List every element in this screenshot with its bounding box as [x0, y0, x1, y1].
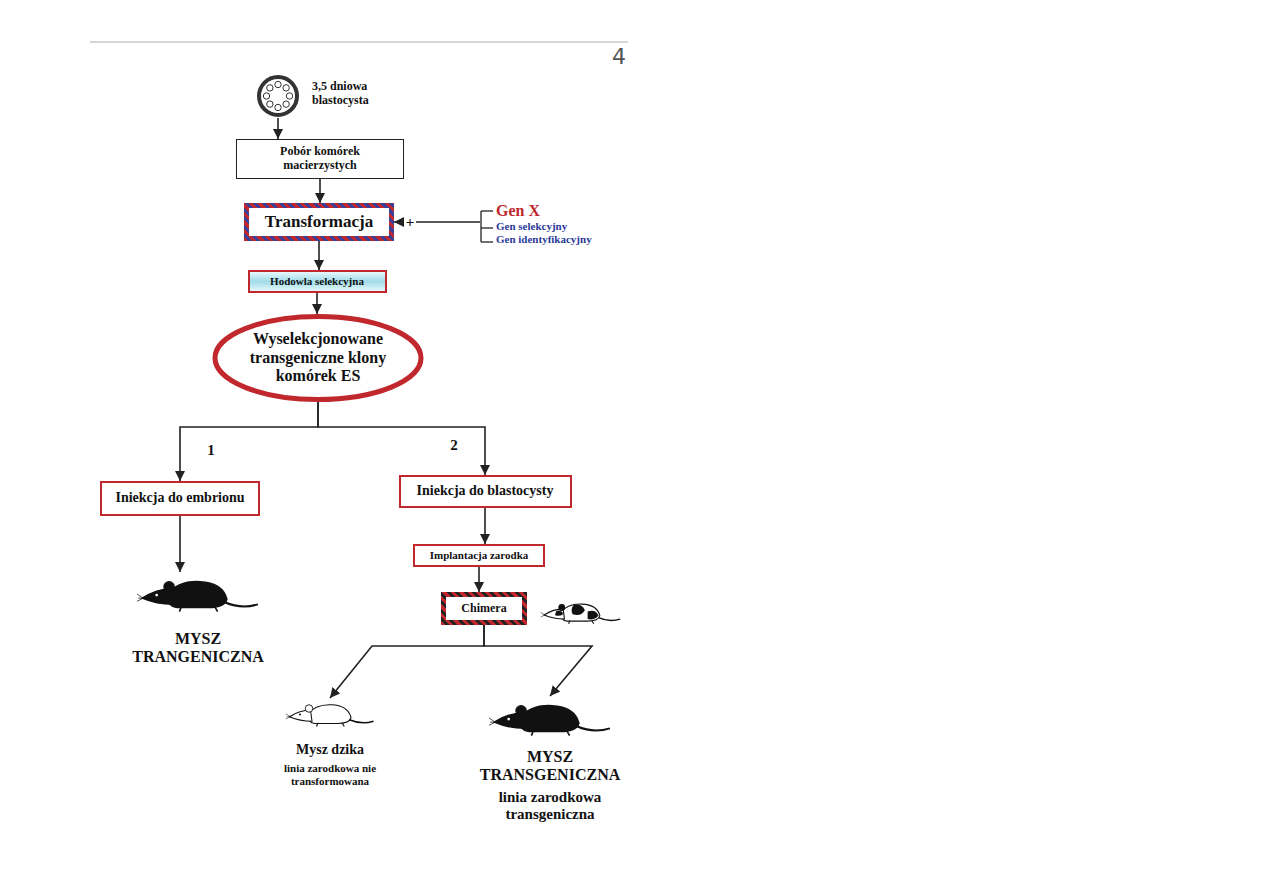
node-label: Gen X [496, 202, 540, 220]
node-sublabel: linia zarodkowa nie transformowana [280, 762, 380, 787]
connector-arrow [318, 241, 320, 270]
process-box: Pobór komórek macierzystych [236, 139, 404, 179]
edge-label: 2 [448, 437, 460, 454]
process-box: Chimera [441, 592, 527, 625]
connector-arrow [277, 118, 279, 139]
node-label: Transformacja [265, 212, 373, 232]
node-label: Wyselekcjonowane transgeniczne klony kom… [232, 330, 404, 385]
blastocyst-circle [256, 74, 300, 118]
edge-label: + [404, 214, 417, 231]
node-label: MYSZ TRANGENICZNA [123, 630, 273, 667]
connector-arrow [478, 567, 480, 592]
connector-arrow [179, 516, 181, 572]
node-label: 3,5 dniowa blastocysta [312, 80, 390, 108]
connector-arrow [484, 625, 592, 696]
node-sublabel: Gen identyfikacyjny [496, 233, 592, 246]
mouse-illustration [136, 572, 260, 614]
edge-label: 1 [205, 442, 217, 459]
connector-arrow [180, 402, 318, 481]
connector-arrow [316, 293, 318, 314]
node-label: Implantacja zarodka [430, 549, 529, 562]
node-label: Hodowla selekcyjna [270, 275, 364, 288]
connector-arrow [330, 625, 484, 698]
blastocyst-icon: 3,5 dniowa blastocysta [256, 74, 390, 118]
page-number: 4 [612, 44, 626, 69]
process-box: Transformacja [244, 203, 394, 241]
result-ellipse: Wyselekcjonowane transgeniczne klony kom… [212, 314, 424, 402]
gene-list: Gen XGen selekcyjnyGen identyfikacyjny [480, 202, 592, 246]
mouse-illustration [488, 696, 612, 738]
connector-arrow [319, 179, 321, 203]
top-rule [90, 41, 628, 43]
node-label: MYSZ TRANSGENICZNA [468, 748, 633, 785]
chimera-mouse [541, 604, 621, 624]
node-label: Iniekcja do embrionu [115, 490, 244, 506]
node-label: Chimera [461, 602, 506, 616]
wild-mouse: Mysz dzika linia zarodkowa nie transformo… [280, 698, 380, 788]
transgenic-mouse: MYSZ TRANGENICZNA [123, 572, 273, 667]
connector-arrow [484, 508, 486, 544]
mouse-illustration [285, 698, 375, 728]
node-label: Pobór komórek macierzystych [260, 145, 380, 173]
transgenic-mouse: MYSZ TRANSGENICZNA linia zarodkowa transg… [468, 696, 633, 824]
connector-arrow [318, 402, 485, 475]
process-box: Iniekcja do blastocysty [399, 475, 572, 508]
process-box: Hodowla selekcyjna [248, 270, 387, 293]
node-label: Iniekcja do blastocysty [417, 483, 554, 499]
process-box: Iniekcja do embrionu [100, 481, 260, 516]
process-box: Implantacja zarodka [413, 544, 545, 567]
node-sublabel: Gen selekcyjny [496, 220, 567, 233]
node-label: Mysz dzika [296, 742, 364, 758]
node-sublabel: linia zarodkowa transgeniczna [485, 789, 615, 824]
